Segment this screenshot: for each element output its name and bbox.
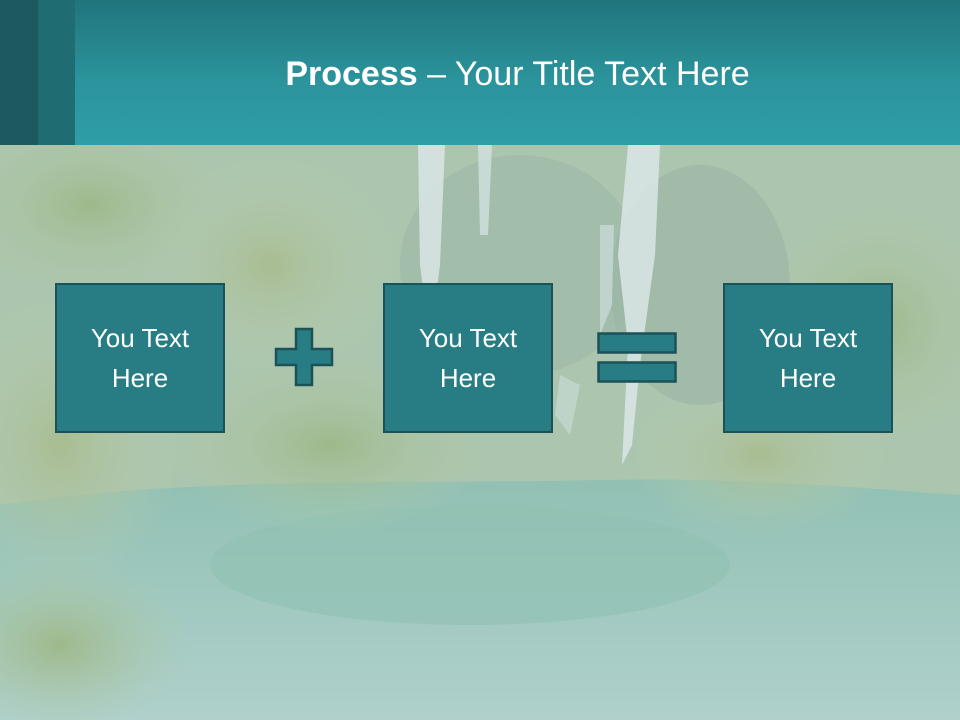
- title-bar: Process – Your Title Text Here: [0, 0, 960, 145]
- process-box-3-text: You Text Here: [758, 323, 858, 393]
- process-box-1[interactable]: You Text Here: [55, 283, 225, 433]
- slide-title-bold: Process: [285, 55, 418, 93]
- title-bar-accent-dark: [0, 0, 38, 145]
- title-bar-accent: [38, 0, 75, 145]
- process-box-1-text: You Text Here: [90, 323, 190, 393]
- process-box-2[interactable]: You Text Here: [383, 283, 553, 433]
- slide-title[interactable]: Process – Your Title Text Here: [75, 50, 960, 98]
- process-box-2-text: You Text Here: [418, 323, 518, 393]
- plus-icon: [274, 327, 334, 387]
- process-box-3[interactable]: You Text Here: [723, 283, 893, 433]
- slide-title-rest: – Your Title Text Here: [417, 55, 750, 93]
- equals-icon: [597, 332, 677, 383]
